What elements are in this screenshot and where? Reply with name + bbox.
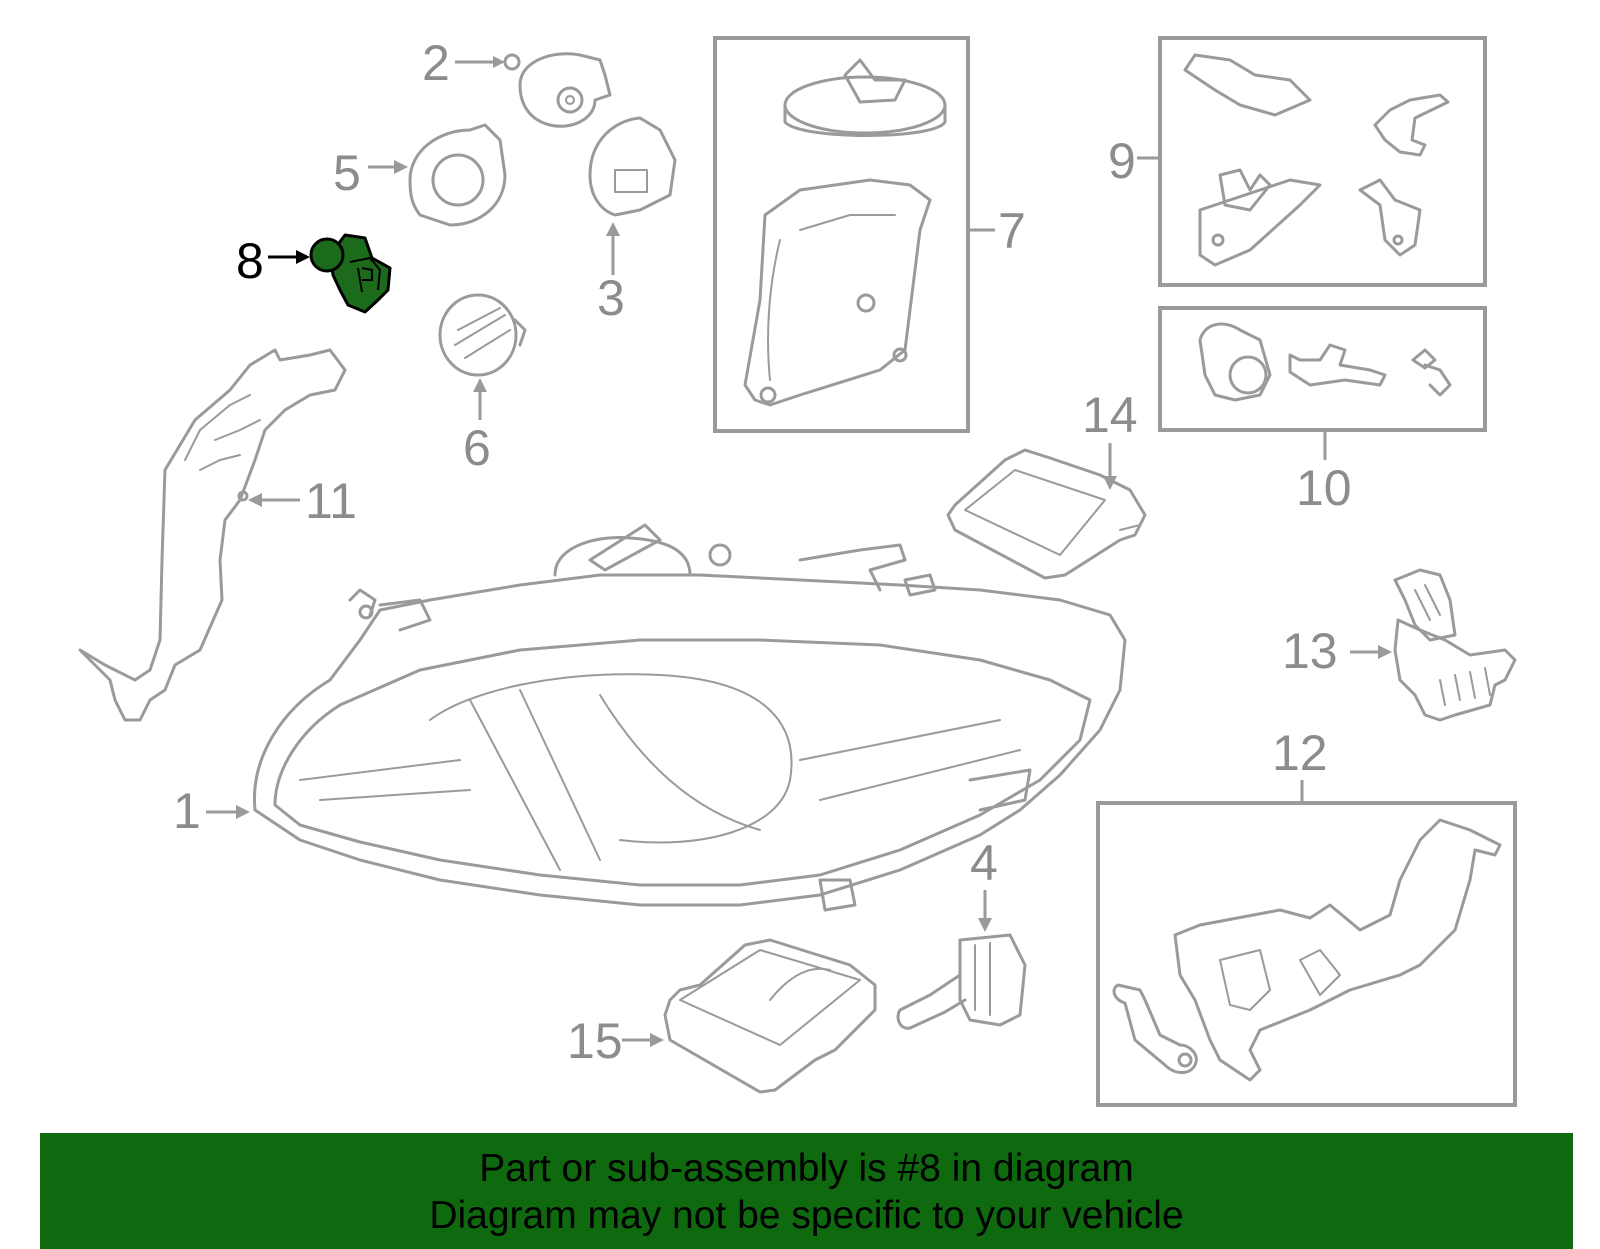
callout-7: 7 [970, 203, 1026, 259]
callout-13: 13 [1282, 623, 1392, 679]
svg-text:11: 11 [305, 473, 357, 529]
svg-text:6: 6 [463, 420, 491, 476]
part-11-bracket [78, 348, 347, 722]
banner-line-1: Part or sub-assembly is #8 in diagram [479, 1147, 1134, 1190]
part-10-box [1158, 306, 1487, 432]
part-1-headlamp [252, 523, 1127, 912]
part-5-cover [408, 123, 507, 227]
callout-8: 8 [236, 233, 310, 289]
callout-5: 5 [333, 145, 408, 201]
part-2-socket [518, 52, 612, 128]
callout-12: 12 [1272, 725, 1328, 803]
svg-text:12: 12 [1272, 725, 1328, 781]
callout-3: 3 [597, 222, 625, 326]
part-8-highlighted [309, 233, 392, 314]
callout-6: 6 [463, 378, 491, 476]
parts-diagram: 1 2 3 4 5 [78, 35, 1517, 1107]
svg-text:10: 10 [1296, 460, 1352, 516]
part-12-box [1096, 801, 1517, 1107]
svg-text:14: 14 [1082, 387, 1138, 443]
part-13-connector [1393, 568, 1517, 722]
part-14-module [946, 448, 1147, 580]
callout-10: 10 [1296, 432, 1352, 516]
part-3-cap [588, 116, 677, 217]
callout-14: 14 [1082, 387, 1138, 490]
svg-text:7: 7 [998, 203, 1026, 259]
part-7-box [713, 36, 970, 433]
svg-text:9: 9 [1108, 133, 1136, 189]
callout-1: 1 [173, 783, 250, 839]
callout-9: 9 [1108, 133, 1160, 189]
callout-4: 4 [970, 835, 998, 932]
banner-line-2: Diagram may not be specific to your vehi… [429, 1194, 1184, 1237]
callout-2: 2 [422, 35, 521, 91]
part-15-ballast [663, 938, 877, 1094]
callout-11: 11 [248, 473, 357, 529]
part-9-box [1158, 36, 1487, 287]
svg-text:8: 8 [236, 233, 264, 289]
svg-text:1: 1 [173, 783, 201, 839]
part-info-banner: Part or sub-assembly is #8 in diagram Di… [40, 1133, 1573, 1249]
svg-text:2: 2 [422, 35, 450, 91]
part-6-cap [438, 293, 527, 377]
svg-text:13: 13 [1282, 623, 1338, 679]
callout-15: 15 [567, 1013, 664, 1069]
svg-text:15: 15 [567, 1013, 623, 1069]
svg-text:3: 3 [597, 270, 625, 326]
part-4-bulb [896, 933, 1027, 1030]
svg-text:5: 5 [333, 145, 361, 201]
svg-text:4: 4 [970, 835, 998, 891]
